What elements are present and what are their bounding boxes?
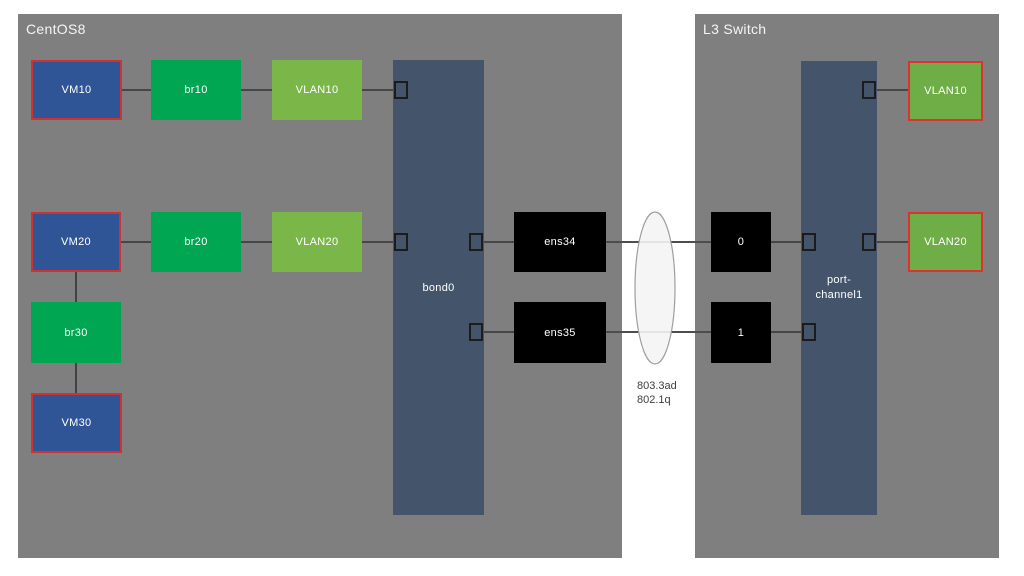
vm30-node: VM30 — [31, 393, 122, 453]
switch-port-0-node: 0 — [711, 212, 771, 272]
vm10-node: VM10 — [31, 60, 122, 120]
link-protocol-8021q: 802.1q — [637, 394, 671, 406]
switch-vlan20-node: VLAN20 — [908, 212, 983, 272]
bridge-br30-node: br30 — [31, 302, 121, 363]
vlan20-node: VLAN20 — [272, 212, 362, 272]
link-protocol-label: 803.3ad 802.1q — [637, 379, 677, 407]
portchannel-port-square-vlan20 — [862, 233, 876, 251]
portchannel-port-square-vlan10 — [862, 81, 876, 99]
bond0-port-square-vlan20 — [394, 233, 408, 251]
switch-vlan10-node: VLAN10 — [908, 61, 983, 121]
bridge-br10-node: br10 — [151, 60, 241, 120]
host-panel-title: CentOS8 — [26, 21, 86, 37]
portchannel-port-square-1 — [802, 323, 816, 341]
bond0-node: bond0 — [393, 60, 484, 515]
switch-port-1-node: 1 — [711, 302, 771, 363]
bond0-port-square-ens35 — [469, 323, 483, 341]
bridge-br20-node: br20 — [151, 212, 241, 272]
switch-panel-title: L3 Switch — [703, 21, 767, 37]
ens34-nic-node: ens34 — [514, 212, 606, 272]
link-protocol-8023ad: 803.3ad — [637, 380, 677, 392]
vm20-node: VM20 — [31, 212, 121, 272]
lacp-aggregation-ellipse — [634, 211, 676, 365]
port-channel1-node: port-channel1 — [801, 61, 877, 515]
portchannel-port-square-0 — [802, 233, 816, 251]
vlan10-node: VLAN10 — [272, 60, 362, 120]
ens35-nic-node: ens35 — [514, 302, 606, 363]
port-channel1-label: port-channel1 — [815, 274, 863, 301]
bond0-port-square-vlan10 — [394, 81, 408, 99]
bond0-port-square-ens34 — [469, 233, 483, 251]
